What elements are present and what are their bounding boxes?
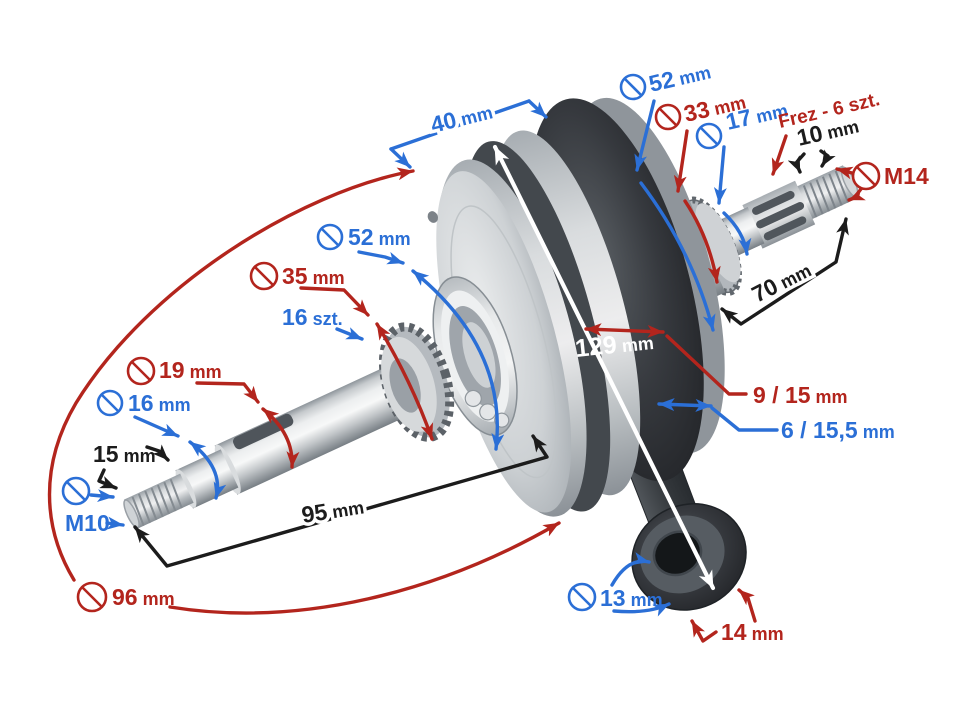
diameter-icon xyxy=(61,476,91,506)
diameter-icon xyxy=(619,73,647,101)
diameter-icon xyxy=(851,161,881,191)
diameter-icon xyxy=(654,103,682,131)
diameter-icon xyxy=(76,581,108,613)
diameter-icon xyxy=(249,261,279,291)
dim-40mm-label: 40mm xyxy=(428,97,495,137)
diameter-icon xyxy=(695,122,723,150)
dim-m14: M14 xyxy=(835,161,929,202)
dim-96mm-arc-left xyxy=(47,167,415,582)
dim-m10: M10 xyxy=(61,476,125,536)
dim-95mm-line xyxy=(133,434,549,568)
dim-129mm-line xyxy=(492,144,716,591)
dim-m14-label: M14 xyxy=(884,163,929,189)
dim-17mm: 17mm xyxy=(695,95,790,256)
dim-96mm-arc-right xyxy=(168,521,561,615)
dim-52mm-right-label: 52mm xyxy=(646,57,713,96)
dim-95mm-label: 95mm xyxy=(300,492,366,527)
diameter-icon xyxy=(126,356,156,386)
dim-17mm-label: 17mm xyxy=(723,95,790,134)
dim-70mm-line xyxy=(720,217,849,326)
diameter-icon xyxy=(96,389,124,417)
diameter-icon xyxy=(316,223,344,251)
diameter-icon xyxy=(567,582,597,612)
dim-m10-label: M10 xyxy=(65,510,110,536)
